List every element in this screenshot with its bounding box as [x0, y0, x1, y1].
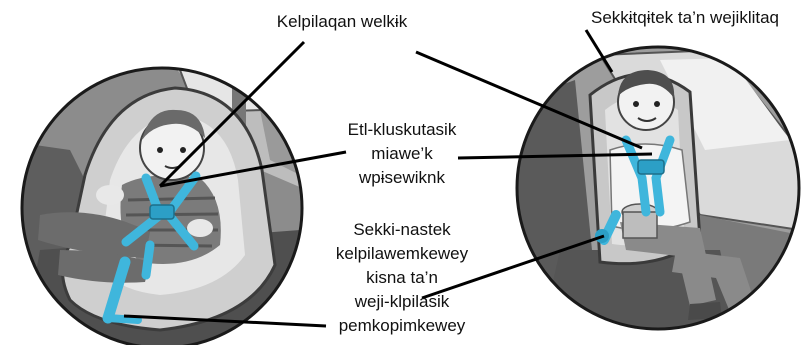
leader-chest-clip-right	[457, 152, 653, 160]
label-seat-back: Sekkɨtqɨtek ta’n wejiklitaq	[562, 6, 808, 30]
leader-seat-back	[584, 29, 614, 73]
child-seat-illustration	[515, 45, 801, 331]
lower-anchors-line-3: kisna ta’n	[366, 268, 438, 287]
leader-anchor-right	[421, 234, 605, 300]
leader-harness-right	[415, 50, 643, 150]
chest-clip-line-3: wpɨsewiknk	[359, 168, 445, 187]
leader-lines	[123, 29, 653, 328]
label-chest-clip: Etl-kluskutasik miawe’k wpɨsewiknk	[302, 118, 502, 190]
leader-harness-left	[158, 40, 306, 188]
label-lower-anchors: Sekki-nastek kelpilawemkewey kisna ta’n …	[302, 218, 502, 338]
leader-anchor-left	[123, 314, 327, 328]
lower-anchors-line-4: weji-klpilasik	[354, 292, 450, 311]
leader-chest-clip-left	[159, 150, 347, 188]
label-harness-straps: Kelpilaqan welkɨk	[242, 10, 442, 34]
lower-anchors-line-2: kelpilawemkewey	[335, 244, 469, 263]
label-seat-back-text: Sekkɨtqɨtek ta’n wejiklitaq	[590, 8, 780, 27]
infant-seat-illustration	[20, 66, 304, 345]
chest-clip-line-1: Etl-kluskutasik	[347, 120, 457, 139]
lower-anchors-line-1: Sekki-nastek	[353, 220, 451, 239]
lower-anchors-line-5: pemkopimkewey	[338, 316, 466, 335]
label-harness-straps-text: Kelpilaqan welkɨk	[276, 12, 408, 31]
chest-clip-line-2: miawe’k	[371, 144, 433, 163]
